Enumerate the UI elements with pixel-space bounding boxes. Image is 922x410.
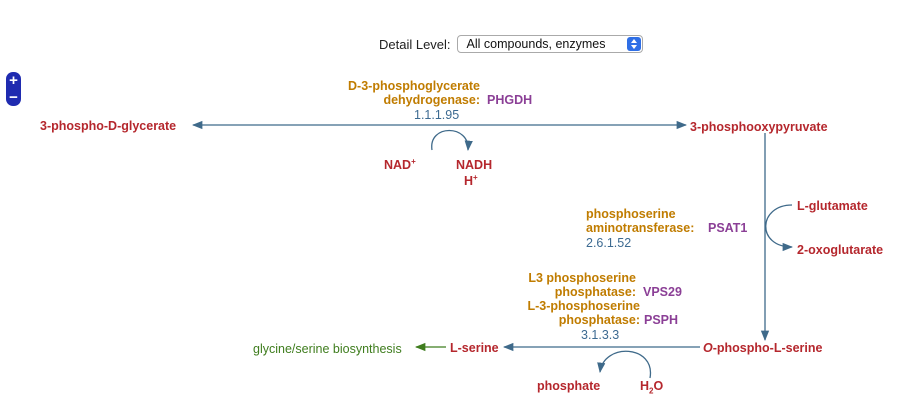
enzyme-psat-name[interactable]: phosphoserine aminotransferase:: [586, 207, 695, 235]
gene-vps29[interactable]: VPS29: [643, 285, 682, 299]
ec-1-1-1-95[interactable]: 1.1.1.95: [414, 108, 460, 122]
gene-psat1[interactable]: PSAT1: [708, 221, 748, 235]
gene-psph[interactable]: PSPH: [644, 313, 679, 327]
detail-level-control: Detail Level: All compounds, enzymes: [379, 35, 643, 53]
compound-l-serine[interactable]: L-serine: [450, 341, 499, 355]
compound-2-oxoglutarate[interactable]: 2-oxoglutarate: [797, 243, 884, 257]
compound-3-phosphooxypyruvate[interactable]: 3-phosphooxypyruvate: [690, 120, 828, 134]
compound-l-glutamate[interactable]: L-glutamate: [797, 199, 868, 213]
select-arrows-icon[interactable]: [626, 37, 641, 51]
compound-h[interactable]: H+: [464, 172, 478, 188]
compound-o-phospho-l-serine[interactable]: O-phospho-L-serine: [703, 341, 823, 355]
ec-2-6-1-52[interactable]: 2.6.1.52: [586, 236, 632, 250]
edge-water-phosphate: [597, 350, 651, 379]
detail-level-select[interactable]: All compounds, enzymes: [456, 35, 643, 53]
compound-water[interactable]: H2O: [640, 379, 664, 396]
detail-level-label: Detail Level:: [379, 36, 451, 52]
link-glycine-serine-biosynthesis[interactable]: glycine/serine biosynthesis: [253, 342, 402, 356]
gene-phgdh[interactable]: PHGDH: [487, 93, 533, 107]
compound-nad[interactable]: NAD+: [384, 156, 416, 172]
edge-glu-oxo: [765, 204, 794, 252]
zoom-out-button[interactable]: −: [9, 89, 18, 106]
ec-3-1-3-3[interactable]: 3.1.3.3: [581, 328, 620, 342]
compound-3-phospho-d-glycerate[interactable]: 3-phospho-D-glycerate: [40, 119, 177, 133]
zoom-in-button[interactable]: +: [9, 72, 18, 89]
edge-nad-nadh: [431, 129, 473, 152]
enzyme-vps29-name[interactable]: L3 phosphoserine phosphatase:: [528, 271, 636, 299]
enzyme-psph-name[interactable]: L-3-phosphoserine phosphatase:: [527, 299, 640, 327]
zoom-control: + −: [6, 72, 21, 106]
enzyme-phgdh-name[interactable]: D-3-phosphoglycerate dehydrogenase:: [348, 79, 480, 107]
compound-nadh[interactable]: NADH: [456, 158, 493, 172]
detail-level-value: All compounds, enzymes: [466, 37, 606, 51]
compound-phosphate[interactable]: phosphate: [537, 379, 601, 393]
